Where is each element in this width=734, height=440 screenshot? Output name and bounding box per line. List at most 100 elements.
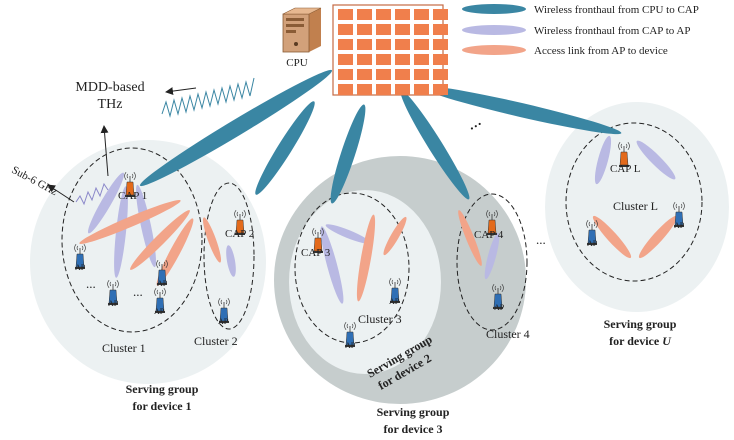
cluster-l-label-text: Cluster L bbox=[613, 199, 658, 213]
cpu-label: CPU bbox=[286, 57, 307, 69]
cpu-grid-cell bbox=[414, 39, 429, 50]
ap-device-access-links bbox=[79, 200, 678, 302]
cpu-grid-cell bbox=[414, 9, 429, 20]
cpu-server-icon bbox=[282, 7, 322, 53]
cpu-grid-cell bbox=[357, 24, 372, 35]
cap-1-label: CAP 1 bbox=[118, 190, 147, 202]
cpu-grid-cell bbox=[414, 84, 429, 95]
cap-4-label: CAP 4 bbox=[474, 229, 504, 241]
cluster-1-boundary bbox=[61, 147, 203, 333]
legend-label: Wireless fronthaul from CPU to CAP bbox=[534, 4, 699, 16]
legend-swatch-cap-ap bbox=[462, 25, 526, 35]
access-link bbox=[79, 200, 181, 244]
serving-group-u-var: U bbox=[662, 334, 672, 348]
cpu-grid-cell bbox=[338, 69, 353, 80]
ap-label: AP bbox=[494, 303, 505, 312]
serving-group-u-line2: for device bbox=[609, 334, 662, 348]
cluster-3-label: Cluster 3 bbox=[358, 312, 402, 326]
cluster-2-boundary bbox=[203, 182, 255, 330]
access-link bbox=[592, 215, 632, 259]
cap-ap-link bbox=[636, 140, 676, 180]
ap-antenna-icon bbox=[154, 287, 166, 313]
ap-antenna-icon bbox=[344, 321, 356, 347]
access-link bbox=[458, 210, 482, 266]
ap-antenna-icon bbox=[673, 201, 685, 227]
cpu-grid-cell bbox=[357, 39, 372, 50]
cpu-grid-cell bbox=[433, 24, 448, 35]
cluster-l-boundary bbox=[565, 122, 703, 282]
cap-l-label: CAP L bbox=[610, 163, 641, 175]
ellipsis-mid: ... bbox=[536, 232, 546, 247]
cpu-grid-cell bbox=[433, 9, 448, 20]
cpu-grid-cell bbox=[357, 84, 372, 95]
cpu-grid-cell bbox=[414, 24, 429, 35]
serving-group-u-label: Serving group bbox=[604, 317, 677, 331]
cpu-grid-cell bbox=[338, 39, 353, 50]
ellipsis-c1a: ... bbox=[86, 276, 96, 291]
cluster-1-label: Cluster 1 bbox=[102, 341, 146, 355]
cluster-l-label: Cluster L bbox=[613, 199, 658, 213]
cap-antenna-icon bbox=[486, 209, 498, 235]
cpu-grid-cell bbox=[433, 54, 448, 65]
cap-ap-link bbox=[114, 186, 128, 278]
cap-ap-fronthaul-links bbox=[87, 135, 676, 304]
thz-wave-icon bbox=[161, 77, 255, 118]
cpu-grid-cell bbox=[433, 69, 448, 80]
legend-label: Wireless fronthaul from CAP to AP bbox=[534, 25, 691, 37]
access-link bbox=[130, 210, 190, 270]
ap-antenna-icon bbox=[107, 279, 119, 305]
cluster-4-boundary bbox=[456, 193, 528, 331]
fronthaul-beam-capl bbox=[420, 85, 622, 135]
access-link bbox=[356, 214, 376, 302]
cpu-grid-cell bbox=[376, 39, 391, 50]
legend-label: Access link from AP to device bbox=[534, 45, 668, 57]
cpu-grid-cell bbox=[357, 54, 372, 65]
cap-3-label: CAP 3 bbox=[301, 247, 331, 259]
ap-label: AP bbox=[389, 297, 400, 306]
sub6-label: Sub-6 GHz bbox=[10, 164, 60, 198]
sub6-wave-icon bbox=[75, 182, 109, 206]
ap-label: AP bbox=[154, 307, 165, 316]
ap-label: AP bbox=[345, 341, 356, 350]
ap-label: AP bbox=[587, 239, 598, 248]
serving-group-1-area bbox=[30, 140, 266, 384]
ap-antenna-icon bbox=[492, 283, 504, 309]
cap-antenna-icon bbox=[312, 227, 324, 253]
access-link bbox=[638, 215, 678, 259]
cluster-3-boundary bbox=[294, 192, 410, 344]
ap-antenna-icon bbox=[218, 297, 230, 323]
cap-ap-link bbox=[484, 232, 500, 280]
ap-label: AP bbox=[157, 279, 168, 288]
cpu-grid-cell bbox=[395, 69, 410, 80]
cpu-grid-cell bbox=[376, 54, 391, 65]
mdd-thz-label: THz bbox=[98, 97, 123, 112]
cpu-compute-grid bbox=[332, 4, 448, 96]
ap-label: AP bbox=[218, 317, 229, 326]
thz-up-arrow bbox=[100, 125, 109, 177]
ap-labels: AP AP AP AP AP AP AP AP AP AP bbox=[75, 221, 685, 350]
sub6-arrow bbox=[47, 184, 75, 203]
legend: Wireless fronthaul from CPU to CAP Wirel… bbox=[462, 4, 699, 57]
cpu-grid-cell bbox=[376, 24, 391, 35]
cpu-grid-cell bbox=[395, 24, 410, 35]
ap-label: AP bbox=[108, 299, 119, 308]
fronthaul-beam-cap2 bbox=[255, 101, 315, 195]
serving-group-1-label: for device 1 bbox=[132, 399, 191, 413]
cpu-grid-cell bbox=[395, 84, 410, 95]
fronthaul-beam-cap4 bbox=[400, 90, 470, 200]
access-link bbox=[383, 216, 407, 256]
cap-ap-link bbox=[87, 172, 125, 234]
cpu-grid-cell bbox=[357, 9, 372, 20]
serving-group-3-label: Serving group bbox=[377, 405, 450, 419]
ap-label: AP bbox=[674, 221, 685, 230]
ap-antenna-icon bbox=[156, 259, 168, 285]
cluster-2-label: Cluster 2 bbox=[194, 334, 238, 348]
cap-2-label: CAP 2 bbox=[225, 228, 254, 240]
cap-antenna-icon bbox=[234, 209, 246, 235]
cap-antenna-icon bbox=[618, 141, 630, 167]
cluster-4-label: Cluster 4 bbox=[486, 327, 530, 341]
cap-ap-link bbox=[594, 135, 612, 185]
mdd-thz-label: MDD-based bbox=[75, 80, 144, 95]
cpu-cap-fronthaul-links bbox=[139, 69, 622, 204]
